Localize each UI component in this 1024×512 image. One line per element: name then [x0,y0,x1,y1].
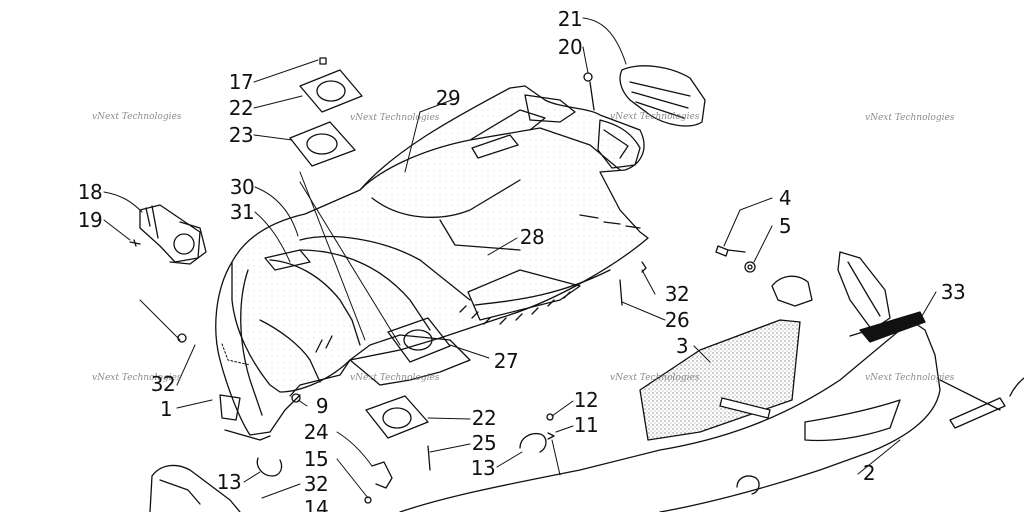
callout-30: 30 [229,175,255,199]
callout-22-lower: 22 [471,406,497,430]
callout-29: 29 [435,86,461,110]
watermark-1: vNext Technologies [92,112,182,122]
gasket-plates-top [289,69,363,167]
callout-3: 3 [675,334,689,358]
callout-19: 19 [77,208,103,232]
callout-17: 17 [228,70,254,94]
callout-28: 28 [519,225,545,249]
callout-12: 12 [573,388,599,412]
watermark-5: vNext Technologies [92,373,182,383]
callout-5: 5 [778,214,792,238]
callout-13-left: 13 [216,470,242,494]
watermark-7: vNext Technologies [610,373,700,383]
bracket-24 [371,461,393,489]
fasteners [129,57,756,504]
callout-18: 18 [77,180,103,204]
lower-left-panel [149,464,241,512]
belly-pan-assembly [399,251,1024,512]
callout-9: 9 [315,394,329,418]
callout-15: 15 [303,447,329,471]
clamps [256,432,760,495]
leader-lines [103,17,937,499]
watermark-3: vNext Technologies [610,112,700,122]
watermark-8: vNext Technologies [865,373,955,383]
callout-21: 21 [557,7,583,31]
air-vent-part [597,65,706,169]
boot-part-18 [139,204,207,265]
callout-31: 31 [229,200,255,224]
callout-32-left: 32 [150,372,176,396]
callout-4: 4 [778,186,792,210]
callout-2: 2 [862,461,876,485]
callout-1: 1 [159,397,173,421]
callout-33: 33 [940,280,966,304]
watermark-6: vNext Technologies [350,373,440,383]
callout-27: 27 [493,349,519,373]
watermark-4: vNext Technologies [865,113,955,123]
callout-22-top: 22 [228,96,254,120]
callout-25: 25 [471,431,497,455]
callout-23: 23 [228,123,254,147]
gasket-plates-lower [365,317,451,439]
callout-32-right: 32 [664,282,690,306]
callout-26: 26 [664,308,690,332]
body-panel-assembly [215,85,649,441]
callout-24: 24 [303,420,329,444]
watermark-2: vNext Technologies [350,113,440,123]
callout-11: 11 [573,413,599,437]
callout-20: 20 [557,35,583,59]
callout-14: 14 [303,496,329,512]
callout-32-bottom: 32 [303,472,329,496]
callout-13-center: 13 [470,456,496,480]
